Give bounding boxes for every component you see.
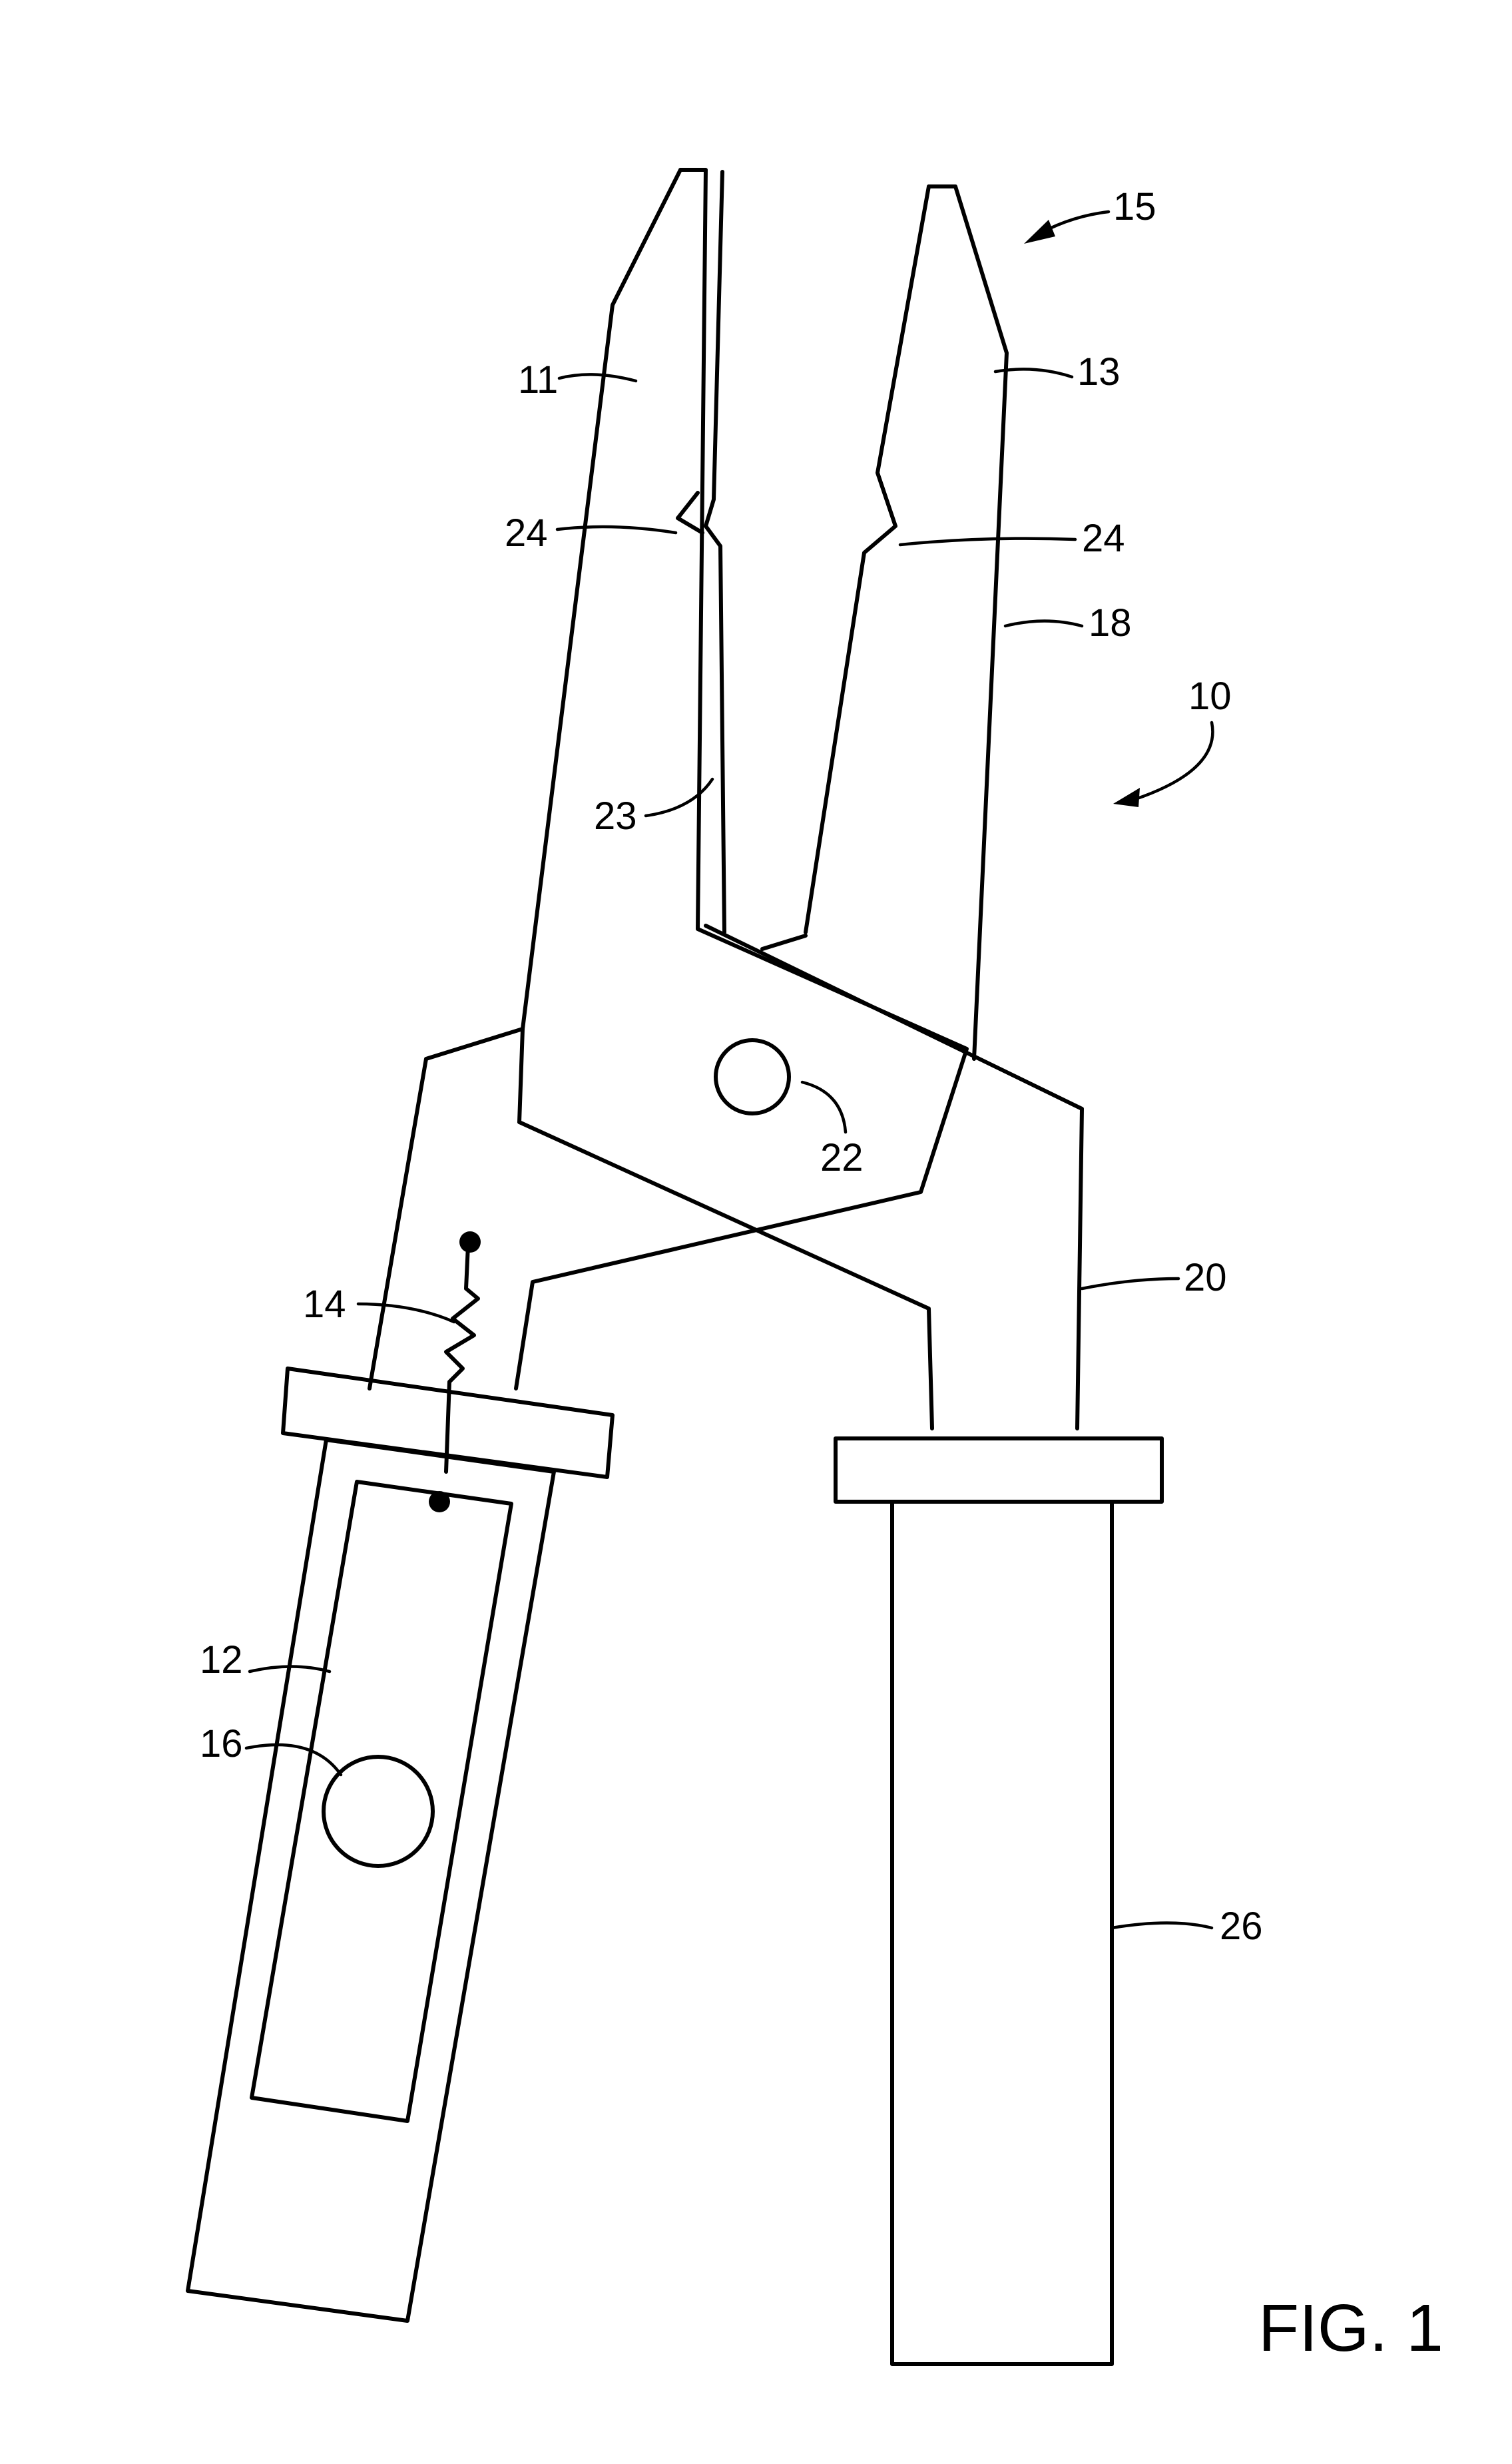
right-jaw bbox=[929, 186, 1007, 1059]
right-ferrule bbox=[836, 1438, 1162, 1502]
right-arm-inner bbox=[519, 1122, 932, 1428]
pivot-pin bbox=[716, 1040, 789, 1113]
leader-14 bbox=[358, 1304, 454, 1322]
leader-11 bbox=[559, 374, 636, 381]
label-11: 11 bbox=[518, 358, 558, 402]
leader-24-left bbox=[557, 527, 676, 533]
leader-20 bbox=[1082, 1279, 1178, 1289]
leader-22 bbox=[802, 1082, 846, 1132]
left-jaw-notch bbox=[678, 493, 702, 533]
leader-24-right bbox=[900, 539, 1075, 545]
pivot-plate bbox=[706, 926, 1082, 1428]
label-20: 20 bbox=[1184, 1256, 1227, 1299]
label-15: 15 bbox=[1113, 185, 1156, 228]
label-18: 18 bbox=[1089, 601, 1132, 645]
label-24-right: 24 bbox=[1082, 517, 1125, 560]
spring-anchor-top bbox=[459, 1231, 481, 1253]
leader-18 bbox=[1005, 621, 1082, 627]
label-22: 22 bbox=[820, 1136, 864, 1179]
label-12: 12 bbox=[200, 1638, 243, 1682]
label-24-left: 24 bbox=[505, 511, 548, 555]
spring bbox=[446, 1245, 478, 1472]
arrowhead-10 bbox=[1113, 788, 1140, 807]
left-jaw-outer-edge bbox=[519, 170, 680, 1122]
right-handle-grip bbox=[892, 1502, 1112, 2364]
left-arm-outer bbox=[370, 1029, 523, 1388]
label-14: 14 bbox=[303, 1283, 346, 1326]
label-13: 13 bbox=[1077, 350, 1121, 394]
left-jaw-blade-strip bbox=[706, 172, 724, 932]
label-16: 16 bbox=[200, 1722, 243, 1765]
leader-23 bbox=[646, 779, 712, 816]
figure-caption: FIG. 1 bbox=[1258, 2291, 1443, 2365]
right-jaw-inner-edge bbox=[806, 186, 929, 932]
left-handle-window bbox=[252, 1482, 511, 2121]
leader-26 bbox=[1112, 1923, 1212, 1929]
arrowhead-15 bbox=[1024, 220, 1055, 244]
label-10: 10 bbox=[1188, 675, 1232, 718]
label-23: 23 bbox=[594, 794, 637, 838]
leader-16 bbox=[246, 1745, 341, 1775]
jaw-seam bbox=[762, 936, 806, 949]
label-26: 26 bbox=[1220, 1905, 1263, 1948]
